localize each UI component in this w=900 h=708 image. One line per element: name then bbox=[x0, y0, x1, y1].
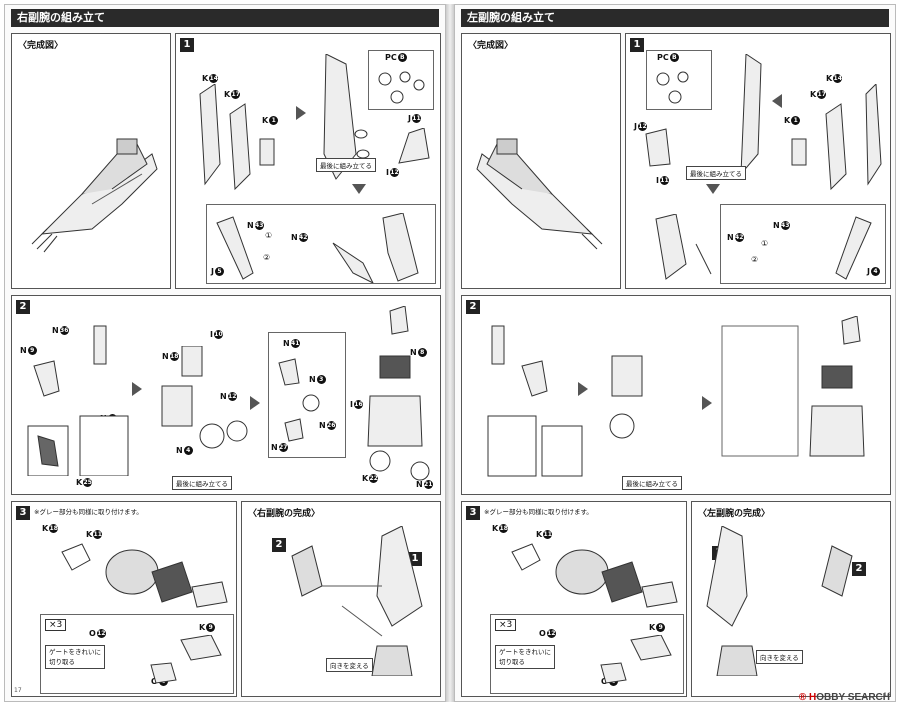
part-label: K14 bbox=[202, 74, 219, 83]
part-sketch bbox=[367, 306, 430, 481]
part-sketch bbox=[511, 543, 678, 608]
part-sketch bbox=[199, 84, 275, 191]
complete-view-label: 〈完成図〉 bbox=[468, 41, 514, 51]
part-sketch bbox=[645, 54, 762, 176]
step-number: 2 bbox=[466, 300, 480, 314]
flow-arrow bbox=[578, 382, 588, 396]
step-number: 3 bbox=[16, 506, 30, 520]
complete-label: 〈左副腕の完成〉 bbox=[698, 509, 771, 519]
arm-illustration bbox=[31, 138, 158, 253]
x3-label: ×3 bbox=[495, 619, 517, 631]
complete-view-panel: 〈完成図〉 bbox=[11, 33, 171, 289]
step-number: 3 bbox=[466, 506, 480, 520]
flow-arrow bbox=[132, 382, 142, 396]
flow-arrow bbox=[352, 184, 366, 194]
flow-arrow bbox=[706, 184, 720, 194]
watermark: ® HOBBY SEARCH bbox=[798, 692, 890, 703]
part-sketch bbox=[27, 325, 129, 476]
orient-note: 向きを変える bbox=[756, 650, 803, 664]
complete-panel: 〈左副腕の完成〉 1 2 向きを変える bbox=[691, 501, 891, 697]
gray-note: ※グレー部分も同様に取り付けます。 bbox=[484, 508, 593, 516]
page-title: 右副腕の組み立て bbox=[11, 9, 439, 27]
page-title: 左副腕の組み立て bbox=[461, 9, 889, 27]
complete-view-label: 〈完成図〉 bbox=[18, 41, 64, 51]
marker: 2 bbox=[272, 538, 286, 552]
orient-note: 向きを変える bbox=[326, 658, 373, 672]
part-sketch bbox=[655, 214, 712, 280]
marker: 2 bbox=[852, 562, 866, 576]
flow-arrow bbox=[772, 94, 782, 108]
part-label: K17 bbox=[224, 90, 241, 99]
flow-arrow bbox=[250, 396, 260, 410]
note-assemble-last: 最後に組み立てる bbox=[316, 158, 376, 172]
book-spine bbox=[446, 4, 454, 702]
note-assemble-last: 最後に組み立てる bbox=[172, 476, 232, 490]
step-number: 2 bbox=[16, 300, 30, 314]
gray-note: ※グレー部分も同様に取り付けます。 bbox=[34, 508, 143, 516]
part-sketch bbox=[291, 526, 423, 676]
complete-view-panel: 〈完成図〉 bbox=[461, 33, 621, 289]
step-3-panel: 3 ※グレー部分も同様に取り付けます。 K18 K11 ×3 O12 K9 O6… bbox=[461, 501, 687, 697]
gate-note: ゲートをきれいに切り取る bbox=[495, 645, 555, 669]
part-sketch bbox=[161, 346, 248, 449]
note-assemble-last: 最後に組み立てる bbox=[686, 166, 746, 180]
note-assemble-last: 最後に組み立てる bbox=[622, 476, 682, 490]
step-3-panel: 3 ※グレー部分も同様に取り付けます。 K18 K11 ×3 O12 K9 O6… bbox=[11, 501, 237, 697]
step-number: 1 bbox=[630, 38, 644, 52]
x3-label: ×3 bbox=[45, 619, 67, 631]
part-sketch bbox=[487, 316, 865, 477]
complete-panel: 〈右副腕の完成〉 2 1 向きを変える bbox=[241, 501, 441, 697]
flow-arrow bbox=[296, 106, 306, 120]
part-sketch bbox=[706, 526, 853, 676]
complete-label: 〈右副腕の完成〉 bbox=[248, 509, 321, 519]
part-sketch bbox=[61, 543, 228, 608]
step-2-panel: 2 N36 N9 I10 N18 N12 N20 N4 K25 最後に組み立てる bbox=[11, 295, 441, 495]
step-2-panel: 2 最後に組み立てる bbox=[461, 295, 891, 495]
step-number: 1 bbox=[180, 38, 194, 52]
part-sketch bbox=[791, 84, 882, 191]
gate-note: ゲートをきれいに切り取る bbox=[45, 645, 105, 669]
part-sketch bbox=[216, 213, 419, 283]
arm-illustration bbox=[476, 138, 603, 250]
flow-arrow bbox=[702, 396, 712, 410]
